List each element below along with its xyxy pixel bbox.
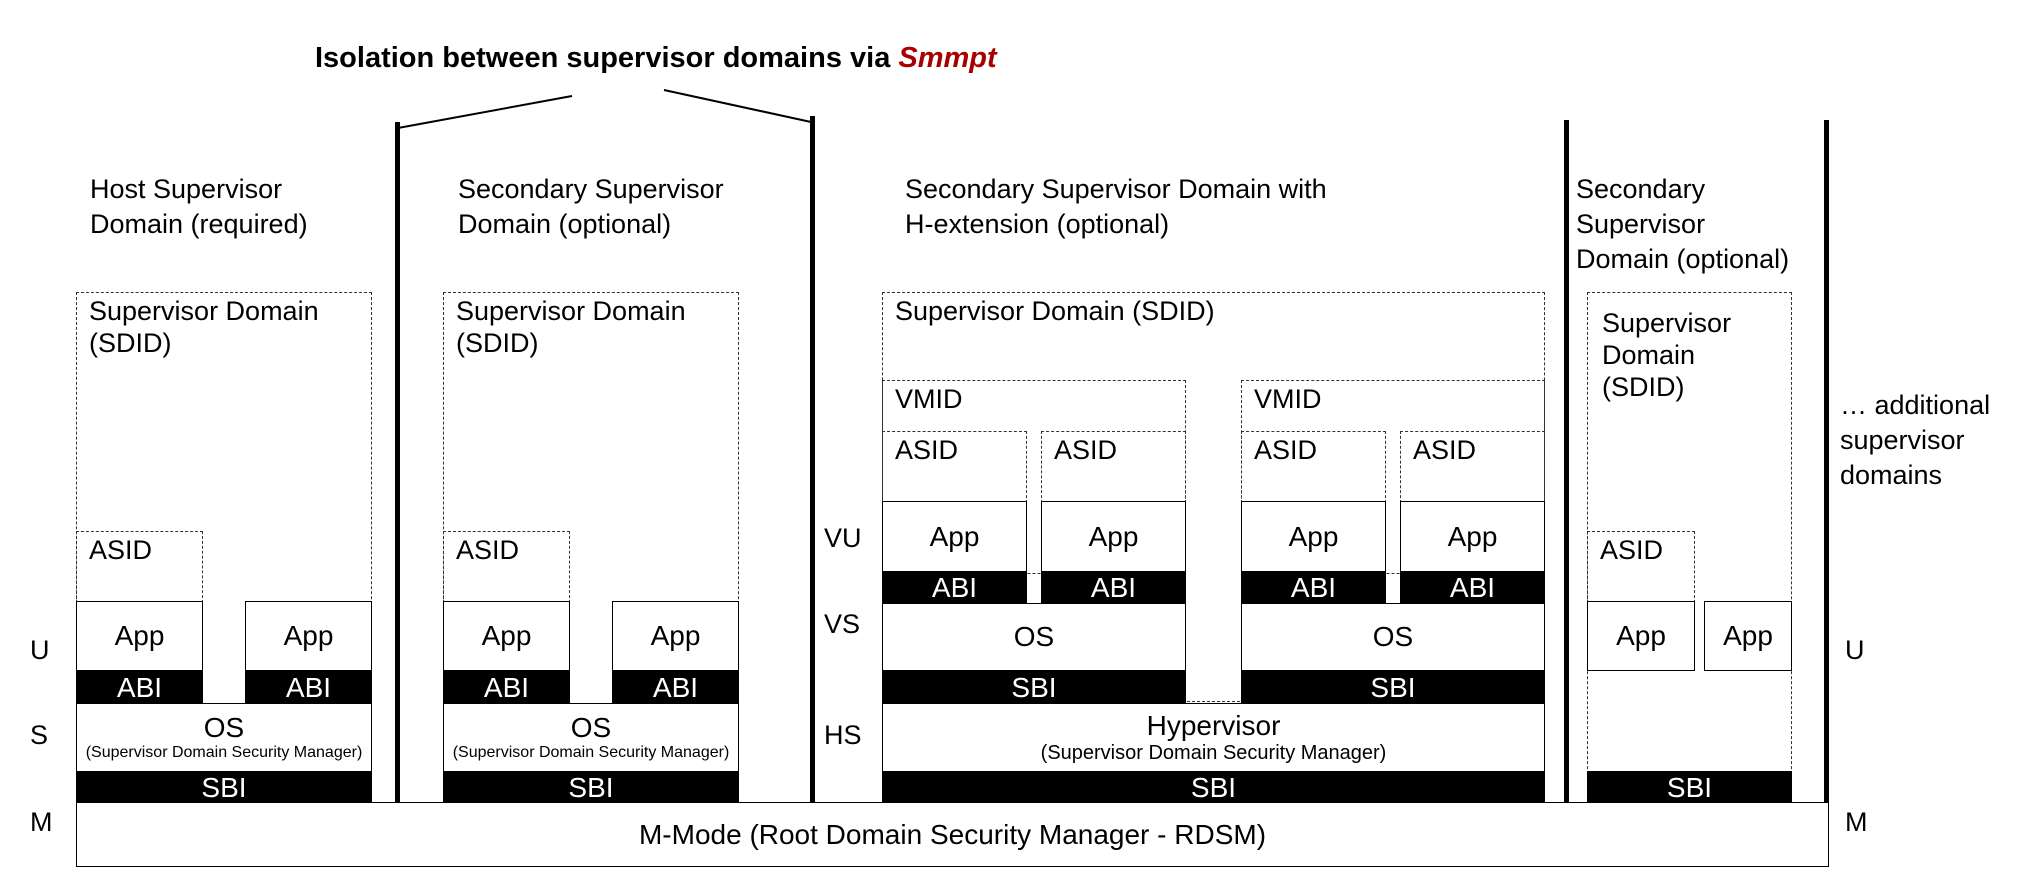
col4-sd-label: Supervisor Domain (SDID) [1602,308,1732,402]
level-u-left: U [30,635,50,665]
vm1-app-2: App [1041,501,1186,572]
col2-title: Secondary Supervisor Domain (optional) [458,174,724,239]
mmode-box: M-Mode (Root Domain Security Manager - R… [76,802,1829,867]
vm1-asid-box-1: ASID [882,431,1027,503]
col2-app-2: App [612,601,739,671]
col3-supervisor-domain: Supervisor Domain (SDID) [882,292,1545,702]
col2-asid-box: ASID [443,531,570,603]
col4-supervisor-domain: Supervisor Domain (SDID) [1587,292,1792,804]
col2-abi-1: ABI [443,671,570,704]
col2-os-label: OS [570,711,612,743]
col1-app-2: App [245,601,372,671]
separator-2 [810,116,815,802]
hypervisor-box: Hypervisor (Supervisor Domain Security M… [882,703,1545,772]
col2-supervisor-domain: Supervisor Domain (SDID) [443,292,739,704]
col1-sbi: SBI [76,771,372,804]
hypervisor-label: Hypervisor [1146,709,1281,741]
col1-title: Host Supervisor Domain (required) [90,174,308,239]
separator-4 [1824,120,1829,802]
vm2-sbi: SBI [1241,670,1545,705]
diagram-title: Isolation between supervisor domains via… [315,40,997,76]
col1-os-sub: (Supervisor Domain Security Manager) [85,743,363,761]
vm2-os: OS [1241,603,1545,671]
col1-os-box: OS (Supervisor Domain Security Manager) [76,703,372,772]
vm1-abi-2: ABI [1041,571,1186,604]
col4-sbi: SBI [1587,771,1792,804]
vm2-asid-label-2: ASID [1413,435,1477,465]
separator-1 [395,122,400,802]
vm1-asid-label-1: ASID [895,435,959,465]
col3-sbi: SBI [882,771,1545,804]
col1-asid-box: ASID [76,531,203,603]
level-hs: HS [824,720,862,750]
vm1-app-1: App [882,501,1027,572]
col2-app-1: App [443,601,570,671]
additional-domains-label: … additional supervisor domains [1840,390,1991,490]
col1-asid-label: ASID [89,535,153,565]
col1-app-1: App [76,601,203,671]
vm2-asid-box-1: ASID [1241,431,1386,503]
bracket-line-right [663,89,812,123]
col3-title: Secondary Supervisor Domain with H-exten… [905,174,1327,239]
col2-sbi: SBI [443,771,739,804]
col1-os-label: OS [203,711,245,743]
vm1-sbi: SBI [882,670,1186,705]
col4-app-1: App [1587,601,1695,671]
vm2-app-1: App [1241,501,1386,572]
vm2-abi-1: ABI [1241,571,1386,604]
level-m-right: M [1845,807,1868,837]
col1-supervisor-domain: Supervisor Domain (SDID) [76,292,372,704]
vm1-os: OS [882,603,1186,671]
col2-os-sub: (Supervisor Domain Security Manager) [452,743,730,761]
col2-os-box: OS (Supervisor Domain Security Manager) [443,703,739,772]
level-vu: VU [824,523,862,553]
level-vs: VS [824,609,861,639]
vm1-asid-label-2: ASID [1054,435,1118,465]
bracket-line-left [397,95,573,129]
hypervisor-sub: (Supervisor Domain Security Manager) [1040,741,1387,764]
col1-abi-1: ABI [76,671,203,704]
vm1-abi-1: ABI [882,571,1027,604]
col1-abi-2: ABI [245,671,372,704]
level-s-left: S [30,720,49,750]
col4-asid-label: ASID [1600,535,1664,565]
vm1-vmid-label: VMID [895,384,963,414]
level-m-left: M [30,807,53,837]
vm2-asid-label-1: ASID [1254,435,1318,465]
vm2-abi-2: ABI [1400,571,1545,604]
separator-3 [1564,120,1569,802]
vm2-vmid-label: VMID [1254,384,1322,414]
col4-title: Secondary Supervisor Domain (optional) [1576,174,1790,274]
vm1-asid-box-2: ASID [1041,431,1186,503]
col2-sd-label: Supervisor Domain (SDID) [456,296,686,358]
title-accent: Smmpt [898,42,997,74]
vm2-app-2: App [1400,501,1545,572]
col2-abi-2: ABI [612,671,739,704]
col4-asid-box: ASID [1587,531,1695,603]
col3-sd-label: Supervisor Domain (SDID) [895,296,1215,326]
col4-app-2: App [1704,601,1792,671]
col1-sd-label: Supervisor Domain (SDID) [89,296,319,358]
level-u-right: U [1845,635,1865,665]
title-text: Isolation between supervisor domains via [315,42,899,74]
vm2-asid-box-2: ASID [1400,431,1545,503]
col2-asid-label: ASID [456,535,520,565]
